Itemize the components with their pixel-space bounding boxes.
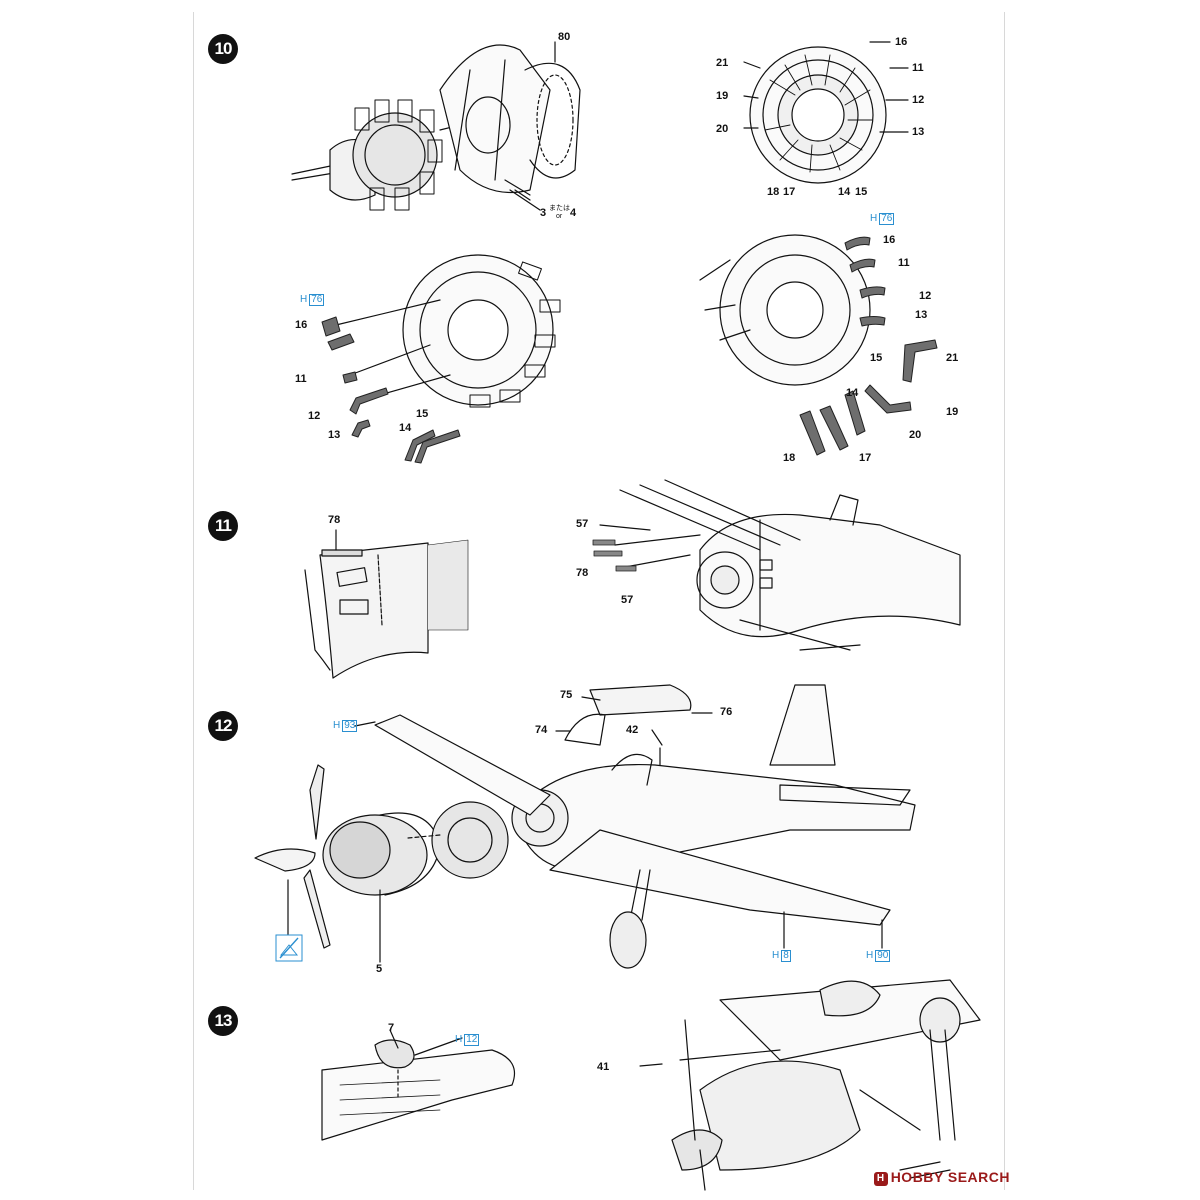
part-11: 11 bbox=[912, 62, 924, 74]
part-18: 18 bbox=[783, 452, 796, 464]
step-number-10: 10 bbox=[208, 34, 238, 64]
exhaust-left-illustration bbox=[335, 254, 561, 408]
part-14: 14 bbox=[399, 422, 412, 434]
wing-underside-illustration bbox=[321, 1029, 516, 1141]
part-20: 20 bbox=[909, 429, 922, 441]
aircraft-assembly-illustration bbox=[254, 684, 916, 969]
part-20: 20 bbox=[716, 123, 729, 135]
part-15: 15 bbox=[416, 408, 429, 420]
part-12: 12 bbox=[919, 290, 932, 302]
part-or-english: or bbox=[556, 213, 563, 220]
part-42: 42 bbox=[626, 724, 639, 736]
part-4: 4 bbox=[570, 207, 577, 219]
part-75: 75 bbox=[560, 689, 573, 701]
step-number-12: 12 bbox=[208, 711, 238, 741]
part-12: 12 bbox=[308, 410, 321, 422]
part-19: 19 bbox=[716, 90, 729, 102]
fuselage-guns-illustration bbox=[599, 479, 961, 651]
part-57: 57 bbox=[621, 594, 634, 606]
part-21: 21 bbox=[946, 352, 959, 364]
part-76: 76 bbox=[720, 706, 733, 718]
part-13: 13 bbox=[912, 126, 925, 138]
part-13: 13 bbox=[328, 429, 341, 441]
part-5: 5 bbox=[376, 963, 383, 975]
part-78: 78 bbox=[576, 567, 589, 579]
part-78: 78 bbox=[328, 514, 341, 526]
part-17: 17 bbox=[859, 452, 872, 464]
part-16: 16 bbox=[895, 36, 908, 48]
gear-closeup-illustration bbox=[639, 979, 981, 1191]
step-number-11: 11 bbox=[208, 511, 238, 541]
part-16: 16 bbox=[883, 234, 896, 246]
part-17: 17 bbox=[783, 186, 796, 198]
part-16: 16 bbox=[295, 319, 308, 331]
part-15: 15 bbox=[855, 186, 868, 198]
part-57: 57 bbox=[576, 518, 589, 530]
part-41: 41 bbox=[597, 1061, 610, 1073]
exhaust-ring-illustration bbox=[743, 41, 909, 184]
part-or-japanese: または bbox=[549, 205, 570, 212]
part-11: 11 bbox=[295, 373, 307, 385]
part-12: 12 bbox=[912, 94, 925, 106]
part-7: 7 bbox=[388, 1022, 395, 1034]
cowl-side-panel-illustration bbox=[304, 529, 469, 679]
step-number-13: 13 bbox=[208, 1006, 238, 1036]
part-80: 80 bbox=[558, 31, 571, 43]
part-11: 11 bbox=[898, 257, 910, 269]
part-18: 18 bbox=[767, 186, 780, 198]
part-14: 14 bbox=[838, 186, 851, 198]
gun-barrels bbox=[592, 539, 637, 572]
engine-assembly-illustration bbox=[291, 41, 581, 211]
do-not-glue-icon bbox=[275, 934, 303, 962]
part-19: 19 bbox=[946, 406, 959, 418]
part-15: 15 bbox=[870, 352, 883, 364]
exhaust-right-illustration bbox=[699, 234, 871, 386]
part-74: 74 bbox=[535, 724, 548, 736]
part-21: 21 bbox=[716, 57, 729, 69]
part-3: 3 bbox=[540, 207, 547, 219]
exhaust-pipes-right bbox=[799, 236, 938, 456]
part-14: 14 bbox=[846, 387, 859, 399]
exhaust-pipes-left bbox=[321, 316, 461, 464]
part-13: 13 bbox=[915, 309, 928, 321]
